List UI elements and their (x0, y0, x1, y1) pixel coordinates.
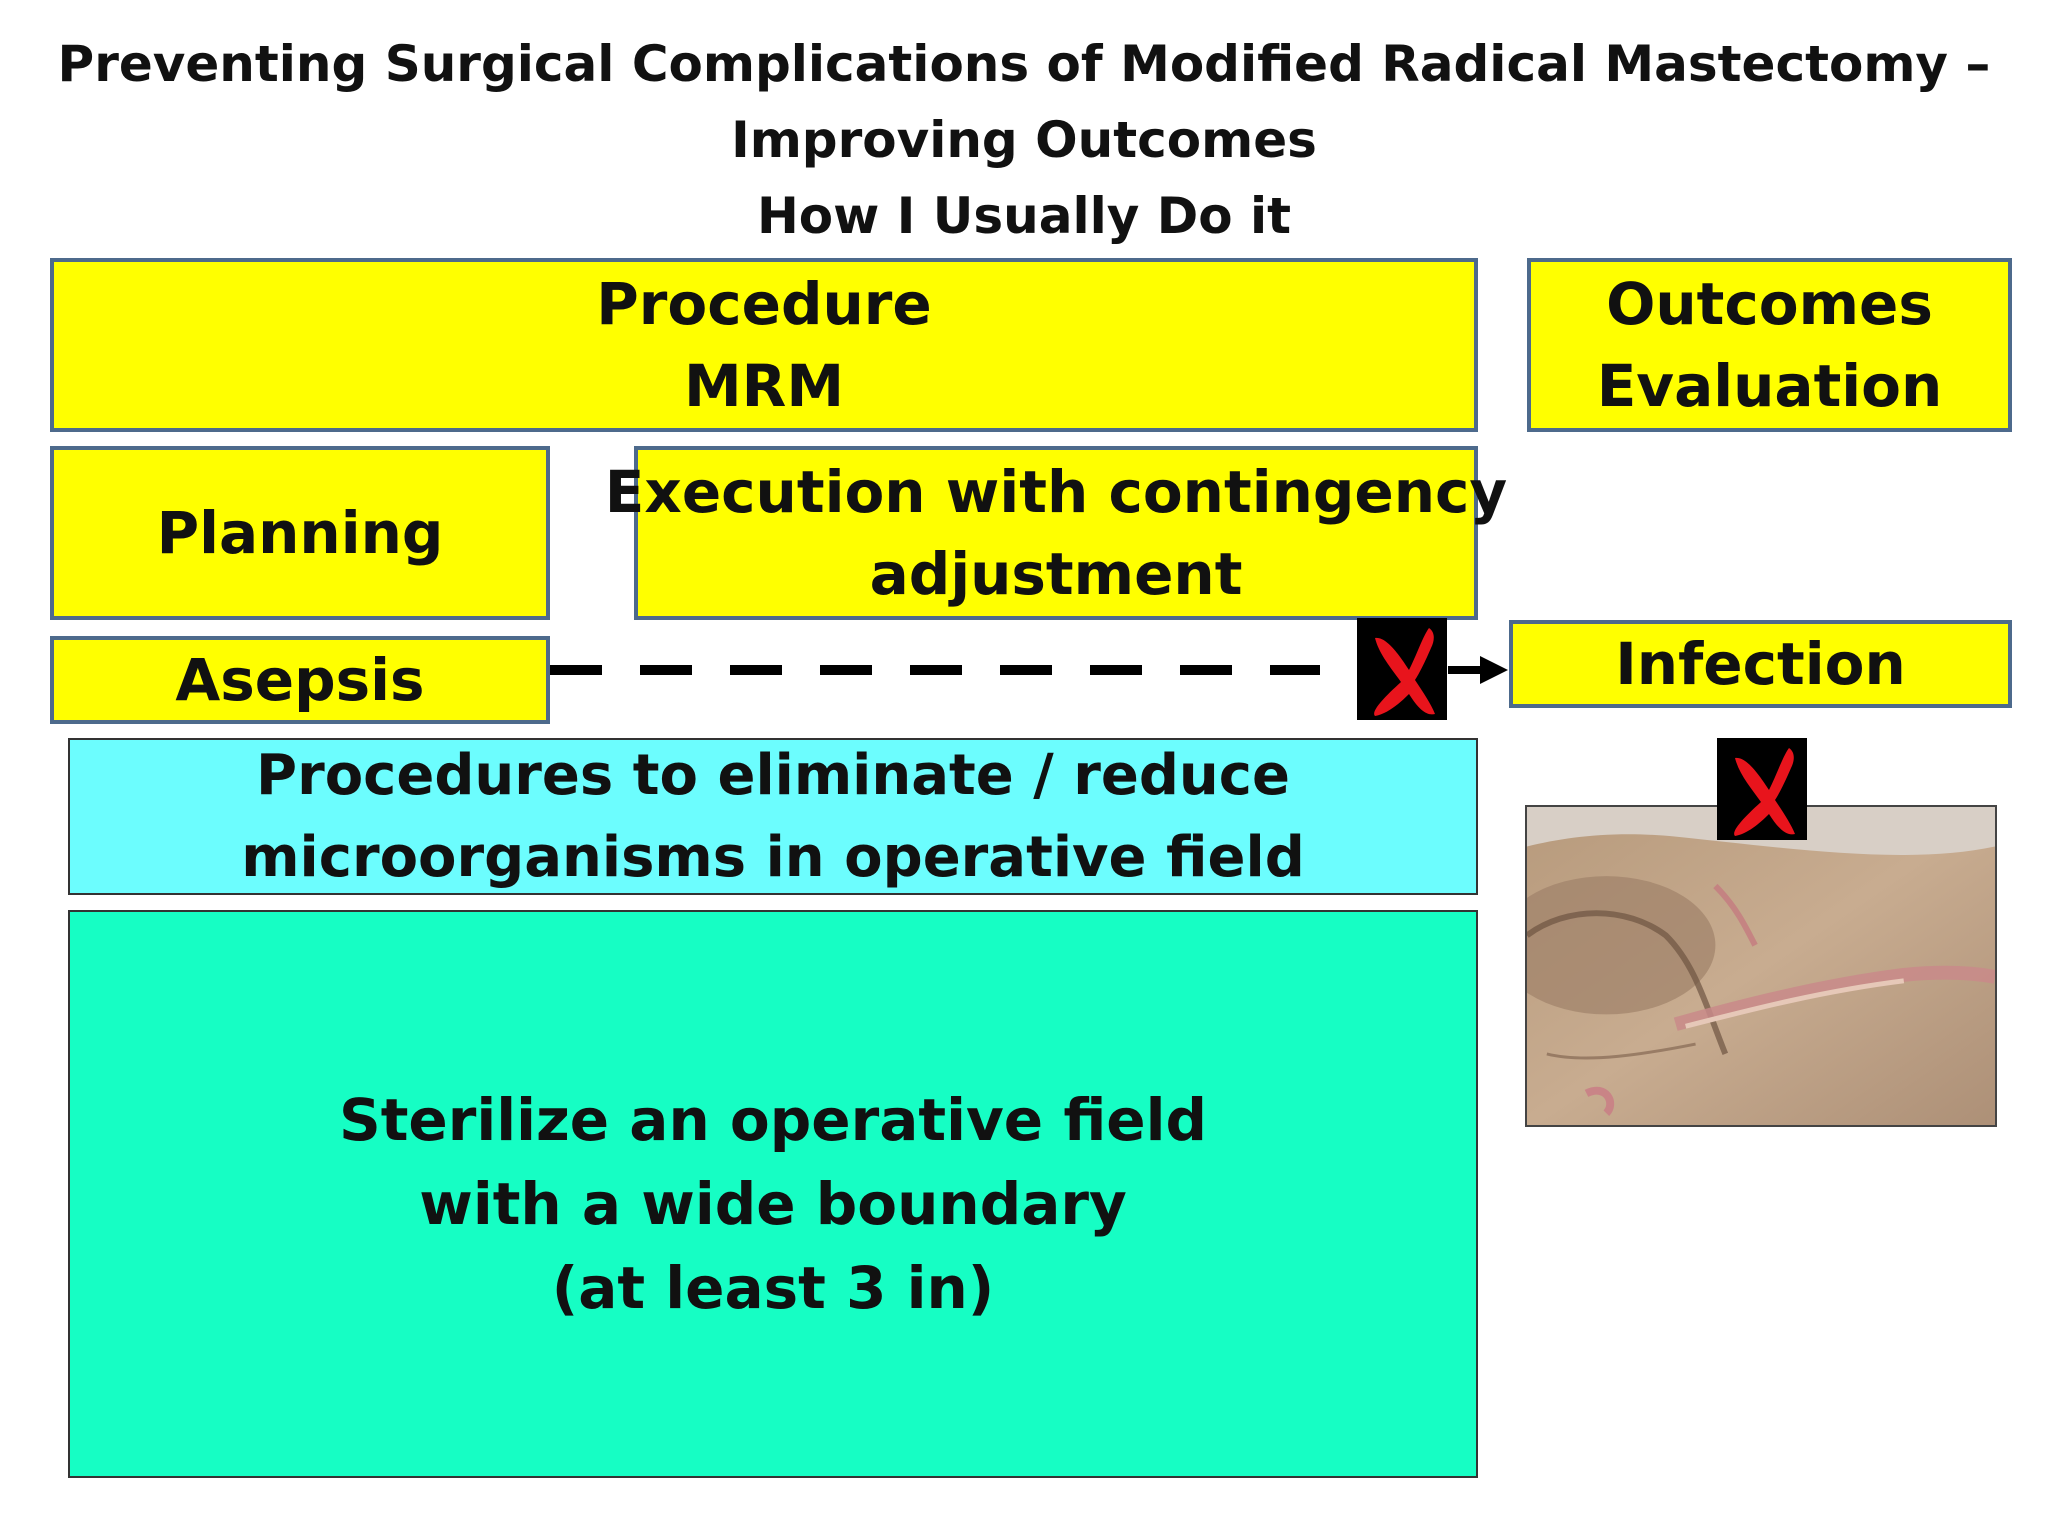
evaluation-label: Evaluation (1596, 352, 1943, 420)
procedure-mrm-box: Procedure MRM (50, 258, 1478, 432)
eliminate-label-line-2: microorganisms in operative field (241, 824, 1305, 890)
sterilize-label-line-2: with a wide boundary (419, 1170, 1127, 1238)
execution-label-line-2: adjustment (869, 540, 1243, 608)
eliminate-microorganisms-box: Procedures to eliminate / reduce microor… (68, 738, 1478, 895)
arrow-head-icon (1480, 656, 1508, 684)
red-x-icon (1717, 738, 1807, 840)
infection-box: Infection (1509, 620, 2012, 708)
dashed-arrow-connector (550, 656, 1508, 684)
mrm-label: MRM (683, 352, 845, 420)
outcomes-evaluation-box: Outcomes Evaluation (1527, 258, 2012, 432)
outcomes-label: Outcomes (1606, 270, 1933, 338)
infection-label: Infection (1615, 630, 1906, 698)
execution-label-line-1: Execution with contingency (604, 458, 1508, 526)
infected-wound-photo (1525, 805, 1997, 1127)
red-x-icon (1357, 618, 1447, 720)
asepsis-label: Asepsis (175, 646, 425, 714)
title-line-1: Preventing Surgical Complications of Mod… (57, 35, 1991, 93)
planning-label: Planning (156, 499, 444, 567)
eliminate-label-line-1: Procedures to eliminate / reduce (256, 742, 1290, 808)
title-line-3: How I Usually Do it (756, 187, 1292, 245)
sterilize-label-line-3: (at least 3 in) (551, 1254, 995, 1322)
sterilize-label-line-1: Sterilize an operative field (338, 1086, 1208, 1154)
slide-title: Preventing Surgical Complications of Mod… (0, 26, 2048, 254)
execution-box: Execution with contingency adjustment (605, 446, 1507, 620)
procedure-label: Procedure (596, 270, 932, 338)
planning-box: Planning (50, 446, 550, 620)
title-line-2: Improving Outcomes (731, 111, 1317, 169)
sterilize-field-box: Sterilize an operative field with a wide… (68, 910, 1478, 1478)
asepsis-box: Asepsis (50, 636, 550, 724)
